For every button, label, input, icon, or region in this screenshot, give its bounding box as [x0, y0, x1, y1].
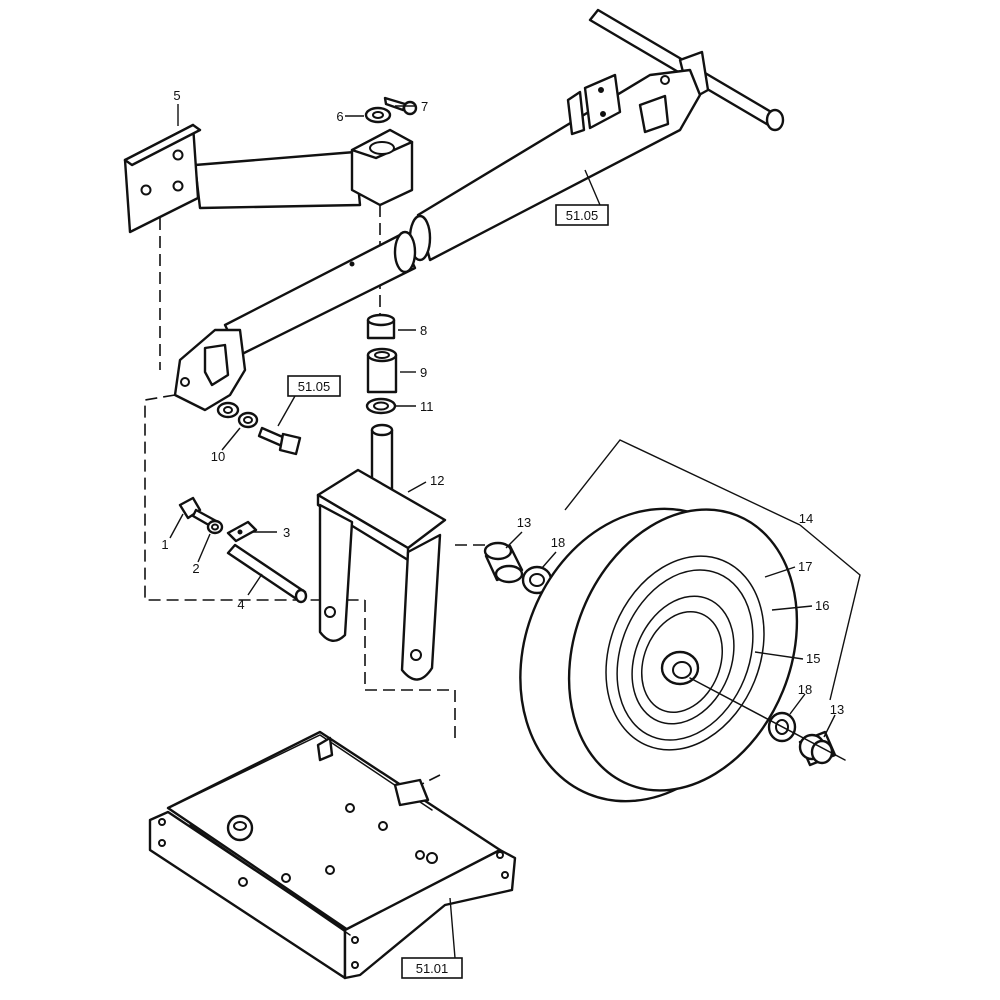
reference-bolt: 51.05 [287, 375, 341, 397]
callout-2: 2 [192, 561, 199, 576]
drawbar-tube [173, 8, 785, 419]
callout-5: 5 [173, 88, 180, 103]
callout-18-left: 18 [551, 535, 565, 550]
reference-frame: 51.01 [401, 957, 463, 979]
callout-12: 12 [430, 473, 444, 488]
caster-fork [316, 423, 447, 681]
callout-15: 15 [806, 651, 820, 666]
mounting-arm [123, 123, 414, 234]
callout-8: 8 [420, 323, 427, 338]
leader-lines [169, 104, 861, 959]
wheel-assembly [519, 507, 799, 803]
callout-4: 4 [237, 597, 244, 612]
callout-14: 14 [799, 511, 813, 526]
callout-9: 9 [420, 365, 427, 380]
kingpin-bushings [365, 313, 398, 415]
mower-frame [148, 730, 517, 980]
callout-13-left: 13 [517, 515, 531, 530]
reference-drawbar: 51.05 [555, 204, 609, 226]
callout-3: 3 [283, 525, 290, 540]
callout-16: 16 [815, 598, 829, 613]
callout-13-right: 13 [830, 702, 844, 717]
reference-bolt-label: 51.05 [298, 379, 331, 394]
callout-7: 7 [421, 99, 428, 114]
callout-17: 17 [798, 559, 812, 574]
wheel-bearings-right [689, 677, 846, 767]
axle-hardware [178, 411, 308, 604]
reference-frame-label: 51.01 [416, 961, 449, 976]
callout-11: 11 [420, 399, 434, 414]
callout-labels: 5 6 7 8 9 11 12 1 2 3 4 10 13 18 14 17 1… [161, 88, 844, 717]
callout-6: 6 [336, 109, 343, 124]
washer-and-pin [364, 96, 418, 124]
reference-drawbar-label: 51.05 [566, 208, 599, 223]
callout-10: 10 [211, 449, 225, 464]
callout-18-right: 18 [798, 682, 812, 697]
wheel-bearings-left [483, 541, 553, 595]
callout-1: 1 [161, 537, 168, 552]
